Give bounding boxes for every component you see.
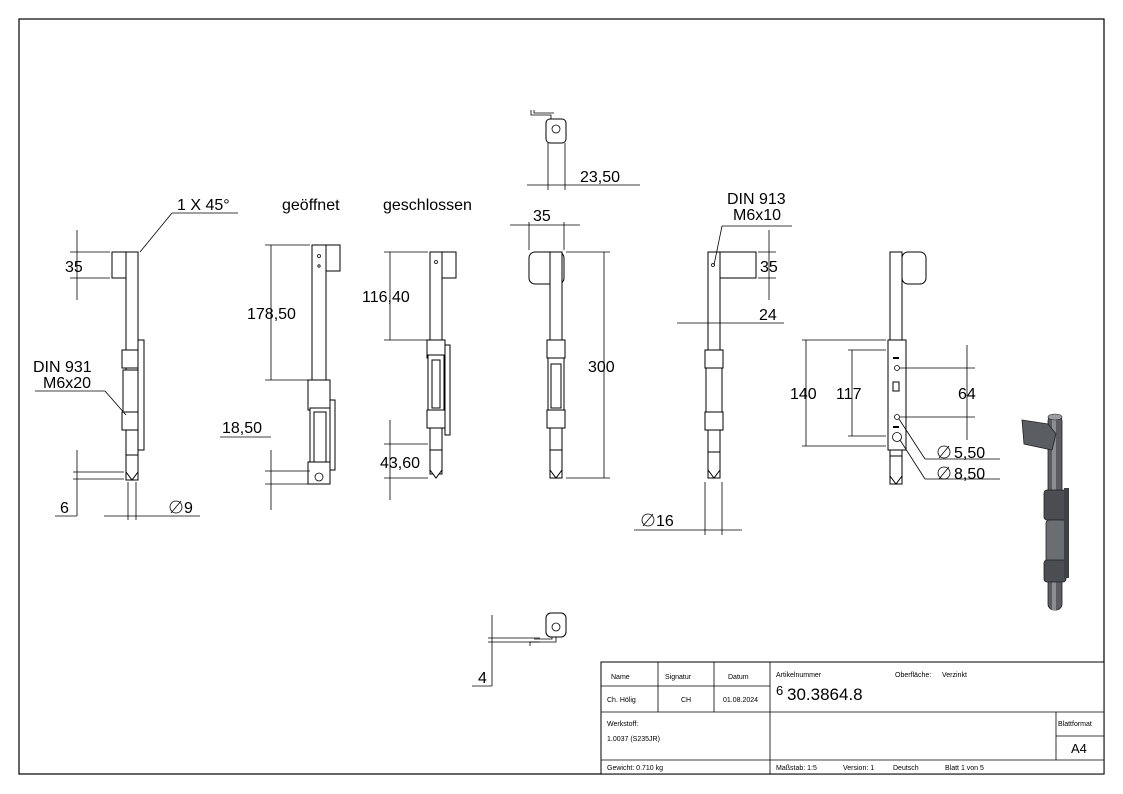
tb-name-header: Name <box>611 674 630 681</box>
tb-article-prefix: 6 <box>776 683 783 698</box>
sheet-border <box>18 18 1105 775</box>
dim-v6-64: 64 <box>958 386 976 403</box>
dim-v5-handle: 35 <box>760 259 778 276</box>
label-screw1-line1: DIN 931 <box>33 359 92 376</box>
view-closed: geschlossen 116,40 43,60 <box>362 197 472 500</box>
dim-v2-bottom: 18,50 <box>222 420 262 437</box>
dim-v1-bottom: 6 <box>60 500 69 517</box>
dim-v5-offset: 24 <box>759 307 777 324</box>
dim-bottom-view: 4 <box>478 670 487 687</box>
view-bottom: 4 <box>472 612 567 687</box>
tb-language: Deutsch <box>893 765 919 772</box>
view-front-holes: 140 117 64 5,50 8,50 <box>790 251 1000 485</box>
dim-v1-handle: 35 <box>65 259 83 276</box>
dim-v6-117: 117 <box>836 386 862 403</box>
label-chamfer: 1 X 45° <box>177 197 230 214</box>
dim-top-width: 23,50 <box>580 169 620 186</box>
tb-version: Version: 1 <box>843 765 874 772</box>
tb-signature: CH <box>681 697 691 704</box>
dim-v4-total: 300 <box>588 359 615 376</box>
dim-v1-dia: 9 <box>184 500 193 517</box>
tb-sheet-format-value: A4 <box>1071 741 1087 756</box>
tb-date-header: Datum <box>728 674 749 681</box>
dim-v2-length: 178,50 <box>247 306 296 323</box>
label-screw2-line2: M6x10 <box>733 207 781 224</box>
dim-v6-hole1: 5,50 <box>954 445 985 462</box>
tb-article-label: Artikelnummer <box>776 672 822 679</box>
tb-article-number: 30.3864.8 <box>787 685 863 704</box>
tb-signature-header: Signatur <box>665 674 692 681</box>
view-side-right: DIN 913 M6x10 35 24 16 <box>634 191 792 535</box>
tb-surface-label: Oberfläche: <box>895 672 931 679</box>
view-isometric <box>1021 413 1069 611</box>
label-closed: geschlossen <box>383 197 472 214</box>
tb-name: Ch. Hölig <box>607 697 636 704</box>
dim-v6-hole2: 8,50 <box>954 466 985 483</box>
dim-v3-bottom: 43,60 <box>380 455 420 472</box>
tb-date: 01.08.2024 <box>723 697 758 704</box>
tb-scale: Maßstab: 1:5 <box>776 765 817 772</box>
dim-v3-length: 116,40 <box>362 289 410 306</box>
tb-sheet-format-label: Blattformat <box>1058 721 1092 728</box>
view-top: 23,50 <box>527 110 640 190</box>
tb-surface-value: Verzinkt <box>942 672 967 679</box>
view-opened: geöffnet 178,50 18,50 <box>220 197 341 510</box>
tb-weight: Gewicht: 0.710 kg <box>607 765 663 772</box>
label-screw2-line1: DIN 913 <box>727 191 786 208</box>
dim-v4-handle: 35 <box>533 208 551 225</box>
title-block: Name Signatur Datum Ch. Hölig CH 01.08.2… <box>600 661 1105 775</box>
view-side-left: 35 1 X 45° DIN 931 M6x20 6 9 <box>33 197 238 520</box>
dim-v5-dia: 16 <box>656 513 674 530</box>
label-screw1-line2: M6x20 <box>43 375 91 392</box>
label-opened: geöffnet <box>282 197 340 214</box>
view-front-300: 35 300 <box>510 208 615 479</box>
tb-material-label: Werkstoff: <box>607 721 638 728</box>
dim-v6-140: 140 <box>790 386 817 403</box>
tb-material-value: 1.0037 (S235JR) <box>607 736 660 743</box>
tb-sheet: Blatt 1 von 5 <box>945 765 984 772</box>
